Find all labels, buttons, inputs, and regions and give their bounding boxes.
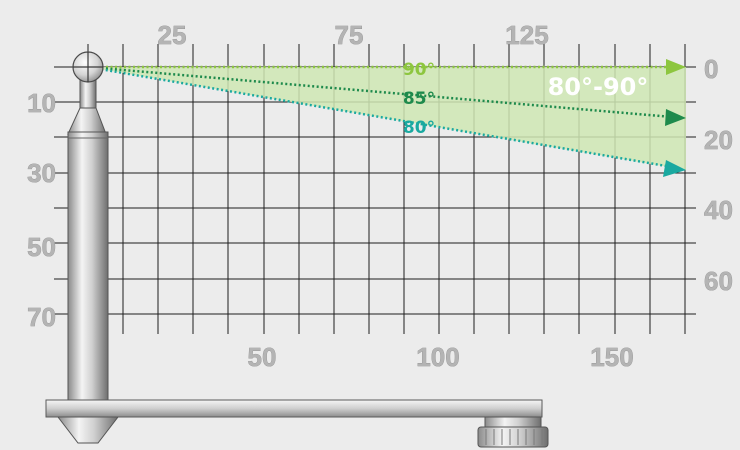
bottom-tick: 100	[416, 342, 459, 372]
top-tick: 25	[158, 20, 187, 50]
ray-90-arrowhead	[666, 59, 686, 75]
clamp-screw-knob	[477, 426, 549, 448]
base-cone	[56, 416, 120, 444]
clamp-screw-knurl	[485, 429, 543, 445]
top-tick: 75	[335, 20, 364, 50]
ray-85-label: 85°	[403, 89, 435, 109]
clamp-screw-collar	[484, 416, 542, 428]
ray-85	[87, 65, 686, 126]
ray-80-label: 80°	[403, 118, 435, 138]
bottom-tick: 150	[590, 342, 633, 372]
left-tick: 30	[27, 158, 56, 188]
ray-80	[87, 65, 686, 177]
ray-85-line	[87, 65, 673, 119]
ray-80-arrowhead	[663, 160, 686, 177]
clamp-base	[45, 399, 549, 448]
left-tick: 10	[27, 88, 56, 118]
right-tick: 0	[704, 54, 718, 84]
lamp-head	[72, 51, 104, 83]
top-axis: 25 75 125	[157, 20, 549, 51]
pole-taper	[67, 107, 107, 135]
beam-range-label: 80°-90°	[548, 73, 649, 101]
ray-85-arrowhead	[665, 109, 686, 126]
base-bar	[45, 399, 543, 418]
ray-90	[88, 59, 686, 75]
right-tick: 20	[704, 125, 733, 155]
pole-shaft	[67, 131, 109, 401]
right-tick: 60	[704, 266, 733, 296]
top-tick: 125	[505, 20, 548, 50]
bottom-axis: 0 50 100 150	[80, 342, 634, 373]
left-tick: 70	[27, 302, 56, 332]
right-axis: 0 20 40 60	[704, 54, 734, 297]
left-tick: 50	[27, 232, 56, 262]
left-axis: 10 30 50 70	[27, 88, 57, 333]
bottom-tick: 50	[248, 342, 277, 372]
lamp-pole	[67, 75, 109, 401]
right-tick: 40	[704, 195, 733, 225]
ray-90-label: 90°	[403, 60, 435, 80]
